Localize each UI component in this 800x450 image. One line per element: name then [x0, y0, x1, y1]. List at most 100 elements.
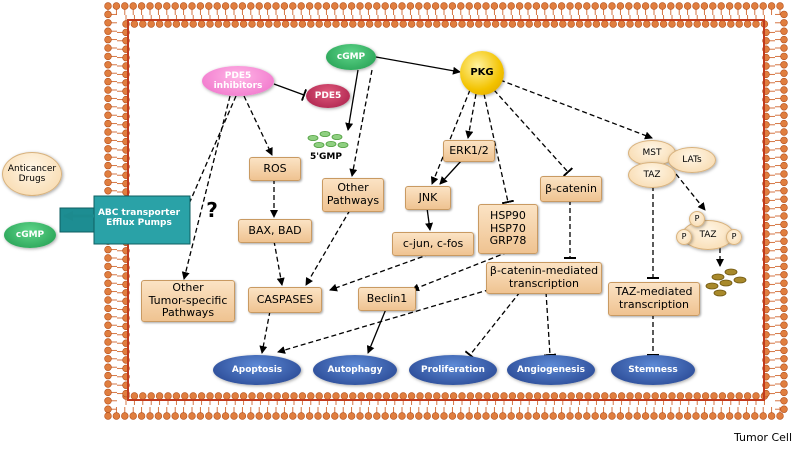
caspases-box: CASPASES	[248, 287, 322, 313]
lipid-head	[323, 20, 332, 28]
lipid-head	[121, 412, 129, 420]
lipid-head	[575, 392, 584, 400]
lipid-head	[104, 145, 112, 153]
pathway-arrows	[176, 56, 724, 360]
lipid-head	[780, 35, 788, 44]
lipid-head	[364, 2, 373, 10]
lipid-head	[104, 119, 112, 128]
lipid-head	[776, 2, 784, 10]
lipid-head	[759, 2, 767, 10]
lipid-head	[389, 412, 398, 420]
lats-node: LATs	[668, 147, 716, 173]
lipid-head	[780, 405, 788, 413]
lipid-head	[349, 392, 357, 400]
lipid-head	[609, 20, 617, 28]
beta-catenin-box: β-catenin	[540, 176, 602, 202]
lipid-head	[550, 392, 559, 400]
lipid-head	[332, 20, 340, 28]
lipid-head	[508, 20, 517, 28]
lipid-head	[735, 20, 743, 28]
lipid-head	[281, 20, 290, 28]
lipid-head	[780, 44, 788, 52]
lipid-head	[104, 363, 112, 371]
lipid-head	[155, 392, 164, 400]
lipid-head	[171, 412, 179, 420]
lipid-head	[297, 2, 305, 10]
activation-edge	[439, 159, 463, 185]
lipid-head	[407, 392, 416, 400]
lipid-head	[297, 412, 305, 420]
lipid-head	[780, 229, 788, 237]
lipid-head	[780, 321, 788, 329]
lipid-head	[557, 2, 566, 10]
lipid-head	[196, 412, 205, 420]
lipid-head	[482, 412, 490, 420]
lipid-head	[231, 20, 239, 28]
lipid-head	[307, 20, 315, 28]
tumor-cell-label: Tumor Cell	[733, 430, 793, 444]
lipid-head	[171, 2, 179, 10]
lipid-head	[780, 19, 788, 27]
lipid-head	[104, 69, 112, 77]
lipid-head	[154, 412, 163, 420]
lipid-head	[767, 2, 776, 10]
lipid-head	[223, 20, 231, 28]
lipid-head	[104, 279, 112, 287]
lipid-head	[780, 161, 788, 170]
lipid-head	[104, 271, 112, 279]
lipid-head	[104, 94, 112, 103]
lipid-head	[625, 2, 633, 10]
lipid-head	[751, 2, 759, 10]
lipid-head	[616, 412, 625, 420]
lipid-head	[683, 412, 692, 420]
lipid-head	[146, 412, 154, 420]
lipid-head	[214, 392, 223, 400]
lipid-head	[734, 2, 742, 10]
lipid-head	[289, 2, 297, 10]
lipid-head	[416, 20, 424, 28]
lipid-head	[759, 412, 767, 420]
lipid-head	[104, 103, 112, 111]
lipid-head	[542, 20, 550, 28]
lipid-head	[751, 412, 759, 420]
lipid-head	[163, 2, 171, 10]
lipid-head	[780, 380, 788, 388]
outcome-stemness: Stemness	[611, 355, 695, 385]
lipid-head	[780, 237, 788, 245]
lipid-head	[424, 20, 433, 28]
lipid-head	[700, 412, 709, 420]
activation-edge	[425, 207, 434, 231]
lipid-head	[323, 392, 332, 400]
lipid-head	[533, 392, 542, 400]
lipid-head	[626, 20, 634, 28]
gmp5-label: 5'GMP	[310, 151, 342, 162]
lipid-head	[780, 52, 788, 61]
lipid-head	[574, 2, 583, 10]
lipid-head	[340, 392, 349, 400]
activation-edge	[273, 240, 285, 286]
lipid-head	[206, 20, 214, 28]
lipid-head	[449, 392, 458, 400]
lipid-head	[591, 2, 599, 10]
lipid-head	[129, 412, 137, 420]
lipid-head	[584, 20, 592, 28]
lipid-head	[391, 20, 399, 28]
lipid-head	[650, 412, 658, 420]
lipid-head	[658, 2, 667, 10]
question-mark: ?	[206, 197, 218, 222]
lipid-head	[457, 412, 465, 420]
bax-bad-box: BAX, BAD	[238, 219, 312, 243]
lipid-head	[491, 20, 500, 28]
lipid-head	[381, 2, 389, 10]
lipid-head	[743, 20, 752, 28]
lipid-head	[584, 392, 592, 400]
lipid-head	[129, 2, 137, 10]
lipid-head	[517, 20, 525, 28]
erk-box: ERK1/2	[443, 140, 495, 162]
lipid-head	[104, 187, 112, 195]
lipid-head	[440, 412, 448, 420]
lipid-head	[449, 20, 458, 28]
lipid-head	[265, 20, 273, 28]
lipid-head	[356, 2, 364, 10]
lipid-head	[515, 2, 524, 10]
